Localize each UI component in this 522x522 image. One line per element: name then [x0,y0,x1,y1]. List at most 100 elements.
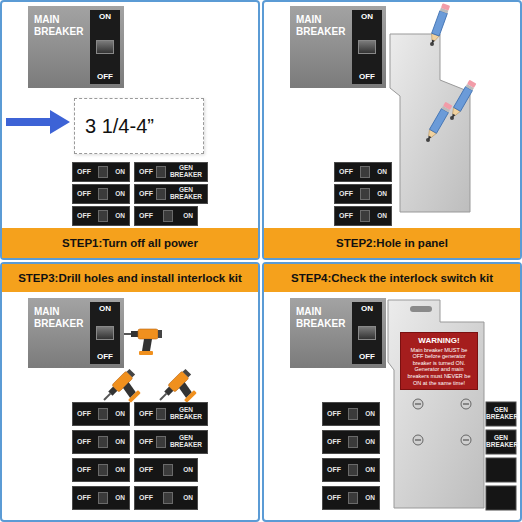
circuit-breaker: OFF ON [334,184,392,204]
breaker-toggle [348,408,358,420]
breaker-toggle [348,492,358,504]
breaker-state: ON [377,213,387,220]
breaker-state: ON [115,169,125,176]
switch-state: OFF [97,73,113,81]
breaker-toggle [98,188,108,200]
warning-label: WARNING!Main breaker MUST be OFF before … [400,332,478,390]
toggle-lever [358,40,376,54]
breaker-state: OFF [77,212,91,219]
step-banner: STEP2:Hole in panel [264,228,520,258]
breaker-toggle [360,166,370,178]
breaker-label: MAIN BREAKER [34,14,88,38]
breaker-state: OFF [339,190,353,197]
step-banner: STEP1:Turn off all power [2,228,258,258]
breaker-state: ON [365,411,375,418]
circuit-breaker: OFF ON [72,402,130,426]
main-breaker: MAIN BREAKER ON OFF [28,6,124,88]
breaker-toggle [98,464,108,476]
breaker-state: OFF [77,190,91,197]
circuit-breaker: OFF ON [322,458,380,482]
breaker-state: GEN BREAKER [169,187,203,201]
breaker-state: OFF [77,410,91,417]
panel-frame [263,1,521,259]
breaker-toggle [348,464,358,476]
circuit-breaker: OFFON [322,486,380,510]
switch-state: ON [99,13,111,21]
circuit-breaker: OFFGEN BREAKER [134,162,208,182]
breaker-state: ON [377,191,387,198]
breaker-toggle [98,210,108,222]
breaker-state: OFF [139,190,153,197]
breaker-toggle [156,408,166,420]
breaker-toggle [156,436,166,448]
breaker-toggle [156,188,166,200]
circuit-breaker: OFF GEN BREAKER [134,184,208,204]
breaker-state: OFF [77,466,91,473]
warning-text: Main breaker MUST be OFF before generato… [405,347,473,387]
circuit-breaker: OFF ON [134,486,198,510]
breaker-state: ON [365,439,375,446]
breaker-state: OFF [139,168,153,175]
switch-state: OFF [359,73,375,81]
breaker-toggle [348,436,358,448]
step-title: STEP4:Check the interlock switch kit [291,272,493,284]
breaker-toggle [98,408,108,420]
panel-frame [1,1,259,259]
circuit-breaker: OFF ON [334,206,392,226]
breaker-state: OFF [327,466,341,473]
breaker-toggle [156,166,166,178]
circuit-breaker: OFF ON [322,402,380,426]
breaker-label: GEN BREAKER [486,435,516,449]
breaker-toggle [98,492,108,504]
breaker-state: GEN BREAKER [169,435,203,449]
breaker-state: OFF [139,466,153,473]
step-banner: STEP3:Drill holes and install interlock … [2,264,258,292]
breaker-state: ON [365,467,375,474]
dimension-text: 3 1/4-4” [85,115,154,138]
switch-state: ON [361,305,373,313]
breaker-toggle [98,436,108,448]
breaker-state: OFF [327,438,341,445]
step-title: STEP3:Drill holes and install interlock … [18,272,242,284]
breaker-state: OFF [77,494,91,501]
main-breaker: MAIN BREAKERONOFF [290,298,386,368]
circuit-breaker: OFF ON [322,430,380,454]
dimension-box: 3 1/4-4” [74,98,204,154]
breaker-state: OFF [139,410,153,417]
main-breaker: MAIN BREAKERONOFF [290,6,386,88]
breaker-state: ON [115,495,125,502]
circuit-breaker: OFFON [72,206,130,226]
toggle-lever [358,326,376,340]
breaker-state: OFF [139,438,153,445]
breaker-state: ON [115,411,125,418]
step-title: STEP1:Turn off all power [62,237,198,249]
breaker-toggle [360,210,370,222]
breaker-state: ON [377,169,387,176]
pencil-icons [425,3,477,142]
breaker-state: OFF [77,438,91,445]
gen-breaker-strips [486,402,516,510]
breaker-state: OFF [339,168,353,175]
breaker-state: ON [115,191,125,198]
toggle-lever [96,40,114,54]
circuit-breaker: OFFON [134,206,198,226]
breaker-state: OFF [139,494,153,501]
breaker-state: OFF [339,212,353,219]
breaker-toggle [163,492,173,504]
breaker-toggle [163,464,173,476]
breaker-state: OFF [77,168,91,175]
circuit-breaker: OFF ON [334,162,392,182]
toggle-lever [96,326,114,340]
breaker-toggle [360,188,370,200]
breaker-state: ON [115,467,125,474]
circuit-breaker: OFF ON [72,486,130,510]
breaker-state: ON [365,495,375,502]
breaker-toggle [163,210,173,222]
breaker-label: GEN BREAKER [486,407,516,421]
breaker-state: ON [183,213,193,220]
panel-frame [1,263,259,521]
main-switch: ONOFF [352,302,382,364]
breaker-state: OFF [327,410,341,417]
breaker-state: ON [183,495,193,502]
